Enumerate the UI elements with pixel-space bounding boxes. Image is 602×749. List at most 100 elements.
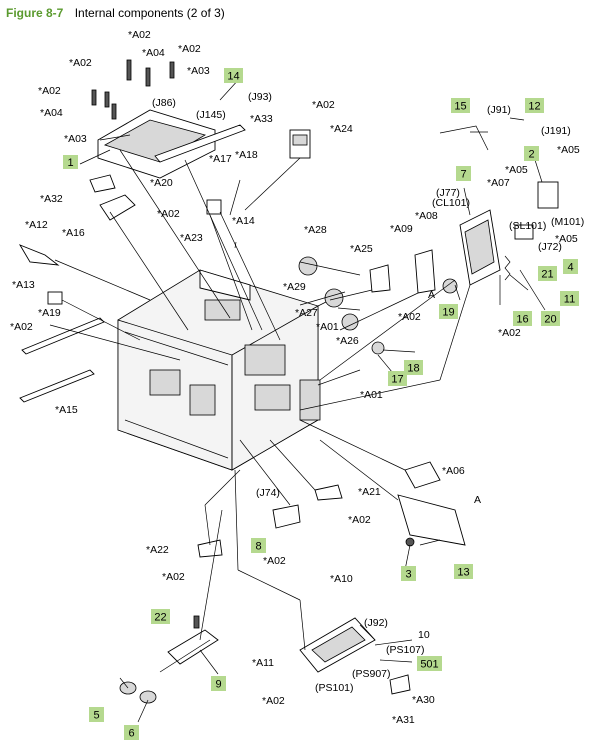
- label-a02: *A02: [262, 695, 285, 707]
- callout-4: 4: [563, 259, 578, 274]
- callout-18: 18: [404, 360, 423, 375]
- label-a26: *A26: [336, 335, 359, 347]
- callout-21: 21: [538, 266, 557, 281]
- label-sl101: (SL101): [509, 220, 546, 232]
- label-a02: *A02: [157, 208, 180, 220]
- label-a-right: A: [474, 494, 481, 506]
- label-a02: *A02: [348, 514, 371, 526]
- part-a16: [99, 194, 136, 221]
- label-a32: *A32: [40, 193, 63, 205]
- svg-text:21: 21: [541, 269, 553, 281]
- label-a10: *A10: [330, 573, 353, 585]
- part-a15-rail: [19, 369, 95, 403]
- label-a02: *A02: [178, 43, 201, 55]
- label-a25: *A25: [350, 243, 373, 255]
- figure-title: Internal components (2 of 3): [74, 6, 225, 20]
- label-a12: *A12: [25, 219, 48, 231]
- label-a31: *A31: [392, 714, 415, 726]
- label-a29: *A29: [283, 281, 306, 293]
- figure-header: Figure 8-7 Internal components (2 of 3): [6, 6, 225, 20]
- svg-text:13: 13: [457, 567, 469, 579]
- label-a03: *A03: [187, 65, 210, 77]
- figure-number: Figure 8-7: [6, 6, 64, 20]
- label-ps107: (PS107): [386, 644, 425, 656]
- label-a24: *A24: [330, 123, 353, 135]
- part-3-screw: [405, 537, 415, 547]
- part-13-plate: [397, 494, 466, 546]
- svg-text:17: 17: [391, 374, 403, 386]
- part-22-spring: [193, 615, 200, 629]
- label-j86: (J86): [152, 97, 176, 109]
- label-a30: *A30: [412, 694, 435, 706]
- svg-text:11: 11: [564, 294, 575, 306]
- part-wire-15: [439, 125, 489, 151]
- label-j72: (J72): [538, 241, 562, 253]
- callout-20: 20: [541, 311, 560, 326]
- label-a27: *A27: [295, 307, 318, 319]
- part-roller-5: [119, 681, 137, 695]
- leader-lines: [49, 77, 546, 723]
- part-a32: [89, 174, 116, 193]
- part-screws-top: [91, 59, 175, 120]
- chassis-frame: [117, 269, 331, 471]
- label-j191: (J191): [541, 125, 571, 137]
- part-8: [272, 504, 301, 529]
- svg-text:15: 15: [454, 101, 466, 113]
- label-a33: *A33: [250, 113, 273, 125]
- label-a02: *A02: [162, 571, 185, 583]
- callout-16: 16: [513, 311, 532, 326]
- label-a09: *A09: [390, 223, 413, 235]
- label-a02: *A02: [312, 99, 335, 111]
- callout-12: 12: [525, 98, 544, 113]
- label-a05: *A05: [555, 233, 578, 245]
- label-a01: *A01: [360, 389, 383, 401]
- callout-14: 14: [224, 68, 243, 83]
- callout-1: 1: [63, 155, 78, 169]
- svg-text:20: 20: [544, 314, 556, 326]
- label-cl101: (CL101): [432, 197, 470, 209]
- label-j93: (J93): [248, 91, 272, 103]
- part-a13: [47, 291, 63, 305]
- svg-text:6: 6: [128, 728, 134, 740]
- label-a05: *A05: [505, 164, 528, 176]
- part-a19-rail: [21, 317, 105, 355]
- svg-text:1: 1: [67, 157, 73, 169]
- svg-text:16: 16: [516, 314, 528, 326]
- part-a30-a31: [389, 674, 411, 695]
- svg-text:501: 501: [420, 659, 438, 671]
- label-m101: (M101): [551, 216, 584, 228]
- callout-5: 5: [89, 707, 104, 722]
- part-a06: [404, 461, 441, 489]
- svg-text:7: 7: [460, 169, 466, 181]
- svg-text:9: 9: [215, 679, 221, 691]
- label-j91: (J91): [487, 104, 511, 116]
- svg-text:4: 4: [567, 262, 573, 274]
- svg-text:19: 19: [442, 307, 454, 319]
- part-a09-bracket: [414, 249, 436, 294]
- callout-15: 15: [451, 98, 470, 113]
- svg-text:22: 22: [154, 612, 166, 624]
- label-j77: (J77): [436, 187, 460, 199]
- part-roller-6: [139, 690, 157, 704]
- label-a05: *A05: [557, 144, 580, 156]
- label-a08: *A08: [415, 210, 438, 222]
- label-a15: *A15: [55, 404, 78, 416]
- callout-3: 3: [401, 566, 416, 581]
- label-j145: (J145): [196, 109, 226, 121]
- part-labels: *A02 *A04 *A02 *A02 *A03 *A02 *A04 (J86)…: [10, 29, 584, 726]
- part-pickup-roller-assembly: [159, 629, 219, 673]
- label-a18: *A18: [235, 149, 258, 161]
- callout-6: 6: [124, 725, 139, 740]
- label-a02: *A02: [128, 29, 151, 41]
- label-a17: *A17: [209, 153, 232, 165]
- callout-13: 13: [454, 564, 473, 579]
- label-ps101: (PS101): [315, 682, 354, 694]
- part-motor-m101: [537, 181, 559, 209]
- part-a23-bracket: [206, 199, 222, 215]
- callout-19: 19: [439, 304, 458, 319]
- label-a06: *A06: [442, 465, 465, 477]
- callout-11: 11: [560, 291, 579, 306]
- label-j74: (J74): [256, 487, 280, 499]
- label-num10: 10: [418, 629, 430, 641]
- label-a04: *A04: [40, 107, 63, 119]
